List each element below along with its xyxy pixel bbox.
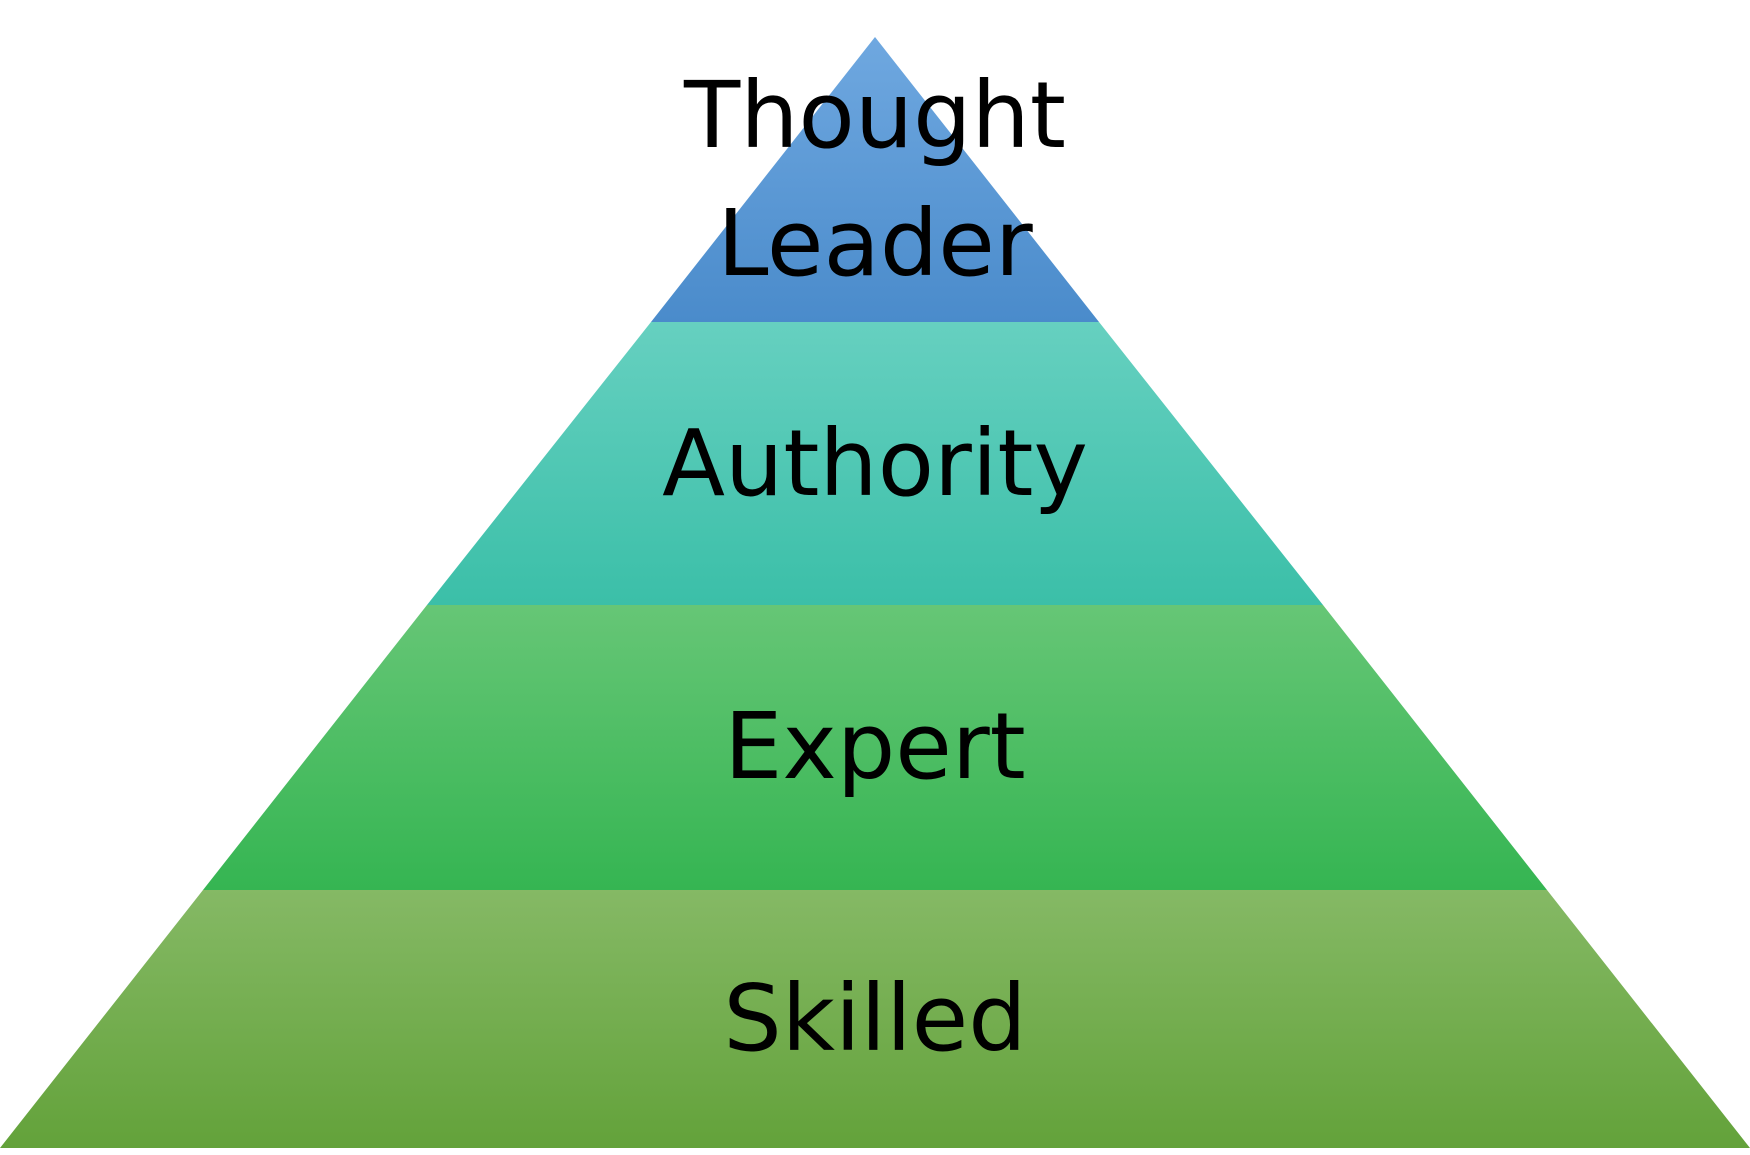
- tier-thought-leader: [651, 37, 1099, 322]
- tier-label-authority: Authority: [662, 410, 1088, 517]
- tier-authority: [427, 322, 1323, 605]
- tier-label-expert: Expert: [724, 693, 1025, 800]
- tier-expert: [203, 605, 1547, 890]
- tier-label-skilled: Skilled: [723, 965, 1026, 1072]
- tier-label-thought-leader-line-1: Thought: [683, 62, 1066, 169]
- tier-skilled: [0, 890, 1750, 1148]
- tier-label-thought-leader-line-2: Leader: [717, 190, 1033, 297]
